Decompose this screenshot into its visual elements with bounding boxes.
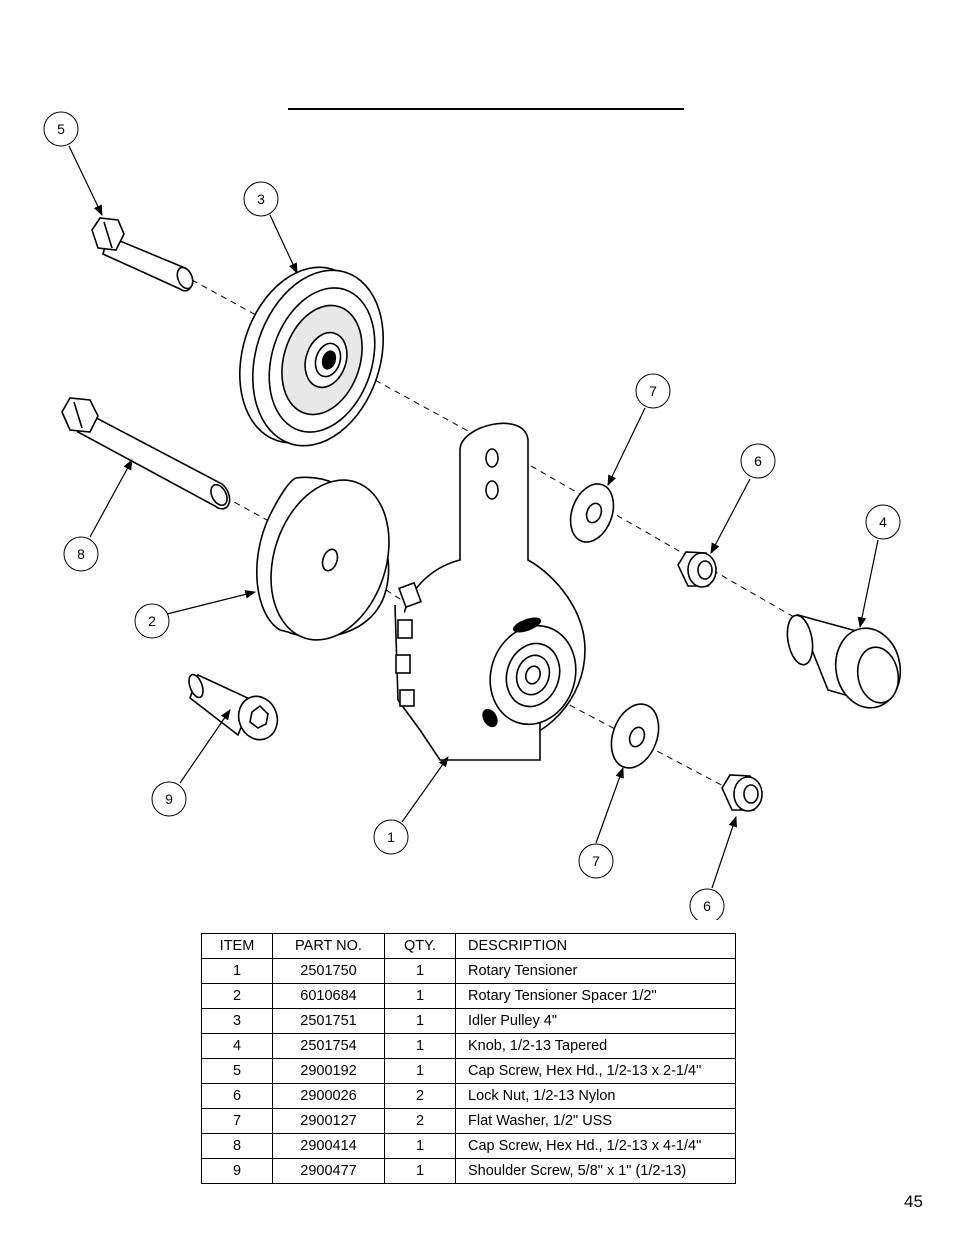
table-row: 9 2900477 1 Shoulder Screw, 5/8" x 1" (1… [201, 1158, 736, 1184]
callout-7-upper: 7 [635, 373, 671, 409]
shoulder-screw-9 [188, 673, 279, 741]
cell-item: 6 [201, 1083, 273, 1109]
callout-7-lower: 7 [578, 843, 614, 879]
cell-part-no: 2900127 [272, 1108, 385, 1134]
callout-6-upper: 6 [740, 443, 776, 479]
header-item: ITEM [201, 933, 273, 959]
spacer-2 [256, 476, 390, 641]
cell-qty: 2 [384, 1108, 456, 1134]
lock-nut-6-upper [677, 551, 717, 588]
parts-list-table: ITEM PART NO. QTY. DESCRIPTION 1 2501750… [201, 933, 736, 1184]
cell-item: 3 [201, 1008, 273, 1034]
exploded-assembly-diagram: 5 3 8 2 9 1 7 6 4 7 6 [43, 111, 902, 920]
svg-text:6: 6 [703, 898, 711, 914]
cell-qty: 1 [384, 1033, 456, 1059]
cell-qty: 1 [384, 1008, 456, 1034]
lock-nut-6-lower [721, 774, 763, 812]
cell-item: 2 [201, 983, 273, 1009]
callout-4: 4 [865, 504, 901, 540]
table-row: 3 2501751 1 Idler Pulley 4" [201, 1008, 736, 1034]
header-qty: QTY. [384, 933, 456, 959]
callout-8: 8 [63, 536, 99, 572]
callout-9: 9 [151, 781, 187, 817]
cell-qty: 1 [384, 1133, 456, 1159]
cell-qty: 1 [384, 958, 456, 984]
cell-part-no: 2900026 [272, 1083, 385, 1109]
svg-text:2: 2 [148, 613, 156, 629]
table-header-row: ITEM PART NO. QTY. DESCRIPTION [201, 933, 736, 959]
cell-description: Idler Pulley 4" [455, 1008, 736, 1034]
cell-part-no: 6010684 [272, 983, 385, 1009]
cell-item: 5 [201, 1058, 273, 1084]
svg-text:1: 1 [387, 829, 395, 845]
svg-text:4: 4 [879, 514, 887, 530]
callout-6-lower: 6 [689, 888, 725, 920]
svg-text:9: 9 [165, 791, 173, 807]
cell-description: Shoulder Screw, 5/8" x 1" (1/2-13) [455, 1158, 736, 1184]
cell-part-no: 2900414 [272, 1133, 385, 1159]
table-row: 4 2501754 1 Knob, 1/2-13 Tapered [201, 1033, 736, 1059]
cell-item: 9 [201, 1158, 273, 1184]
svg-text:5: 5 [57, 121, 65, 137]
table-row: 1 2501750 1 Rotary Tensioner [201, 958, 736, 984]
cell-part-no: 2501754 [272, 1033, 385, 1059]
cap-screw-8 [61, 397, 231, 510]
callout-3: 3 [243, 181, 279, 217]
table-row: 6 2900026 2 Lock Nut, 1/2-13 Nylon [201, 1083, 736, 1109]
table-row: 7 2900127 2 Flat Washer, 1/2" USS [201, 1108, 736, 1134]
cell-item: 4 [201, 1033, 273, 1059]
table-row: 5 2900192 1 Cap Screw, Hex Hd., 1/2-13 x… [201, 1058, 736, 1084]
svg-text:7: 7 [649, 383, 657, 399]
svg-text:8: 8 [77, 546, 85, 562]
title-rule [288, 108, 684, 110]
svg-text:7: 7 [592, 853, 600, 869]
cell-description: Knob, 1/2-13 Tapered [455, 1033, 736, 1059]
cell-qty: 1 [384, 1158, 456, 1184]
table-row: 2 6010684 1 Rotary Tensioner Spacer 1/2" [201, 983, 736, 1009]
cell-description: Cap Screw, Hex Hd., 1/2-13 x 2-1/4" [455, 1058, 736, 1084]
cell-description: Lock Nut, 1/2-13 Nylon [455, 1083, 736, 1109]
knob-4 [786, 613, 902, 709]
cell-item: 7 [201, 1108, 273, 1134]
cell-description: Flat Washer, 1/2" USS [455, 1108, 736, 1134]
cell-item: 8 [201, 1133, 273, 1159]
flat-washer-7-upper [569, 483, 615, 543]
svg-text:3: 3 [257, 191, 265, 207]
flat-washer-7-lower [610, 703, 660, 769]
cell-item: 1 [201, 958, 273, 984]
page-number: 45 [904, 1192, 923, 1211]
cell-part-no: 2501751 [272, 1008, 385, 1034]
cell-part-no: 2900192 [272, 1058, 385, 1084]
cap-screw-5 [91, 217, 194, 292]
cell-part-no: 2900477 [272, 1158, 385, 1184]
callout-1: 1 [373, 819, 409, 855]
svg-text:6: 6 [754, 453, 762, 469]
leader-lines [68, 145, 879, 889]
cell-qty: 1 [384, 983, 456, 1009]
cell-qty: 2 [384, 1083, 456, 1109]
header-description: DESCRIPTION [455, 933, 736, 959]
callout-5: 5 [43, 111, 79, 147]
rotary-tensioner-1 [394, 422, 586, 761]
idler-pulley-3 [239, 266, 384, 447]
header-part-no: PART NO. [272, 933, 385, 959]
cell-part-no: 2501750 [272, 958, 385, 984]
cell-qty: 1 [384, 1058, 456, 1084]
callout-2: 2 [134, 603, 170, 639]
cell-description: Rotary Tensioner Spacer 1/2" [455, 983, 736, 1009]
cell-description: Rotary Tensioner [455, 958, 736, 984]
table-row: 8 2900414 1 Cap Screw, Hex Hd., 1/2-13 x… [201, 1133, 736, 1159]
cell-description: Cap Screw, Hex Hd., 1/2-13 x 4-1/4" [455, 1133, 736, 1159]
